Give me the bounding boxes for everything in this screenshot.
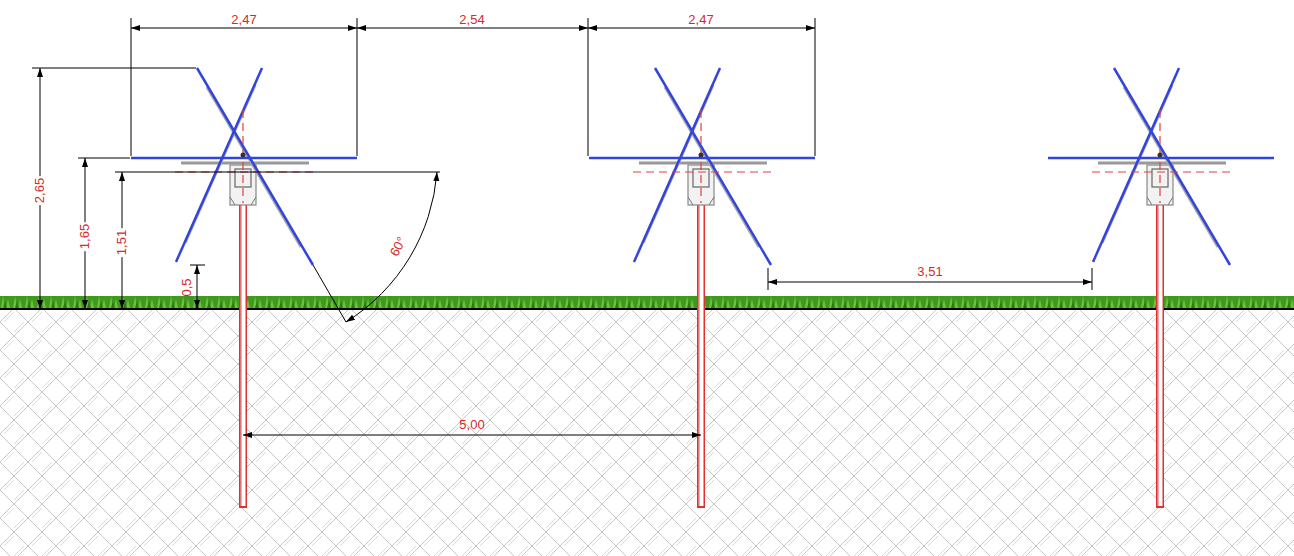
dimension-label: 60° <box>386 232 410 260</box>
dimension-lines <box>32 18 1092 435</box>
soil <box>0 308 1294 556</box>
dimension-label: 2,47 <box>229 12 258 27</box>
grass <box>0 296 1294 310</box>
tracker <box>131 68 357 508</box>
dimension-label: 2,47 <box>686 12 715 27</box>
dimension-label: 0,5 <box>178 276 193 298</box>
dimension-label: 1,51 <box>115 227 130 256</box>
tracker <box>1048 68 1274 508</box>
dimension-label: 5,00 <box>457 417 486 432</box>
dimension-label: 1,65 <box>78 221 93 250</box>
dimension-label: 3,51 <box>915 264 944 279</box>
dimension-label: 2,54 <box>457 12 486 27</box>
dimension-label: 2,65 <box>33 175 48 204</box>
tracker <box>589 68 815 508</box>
